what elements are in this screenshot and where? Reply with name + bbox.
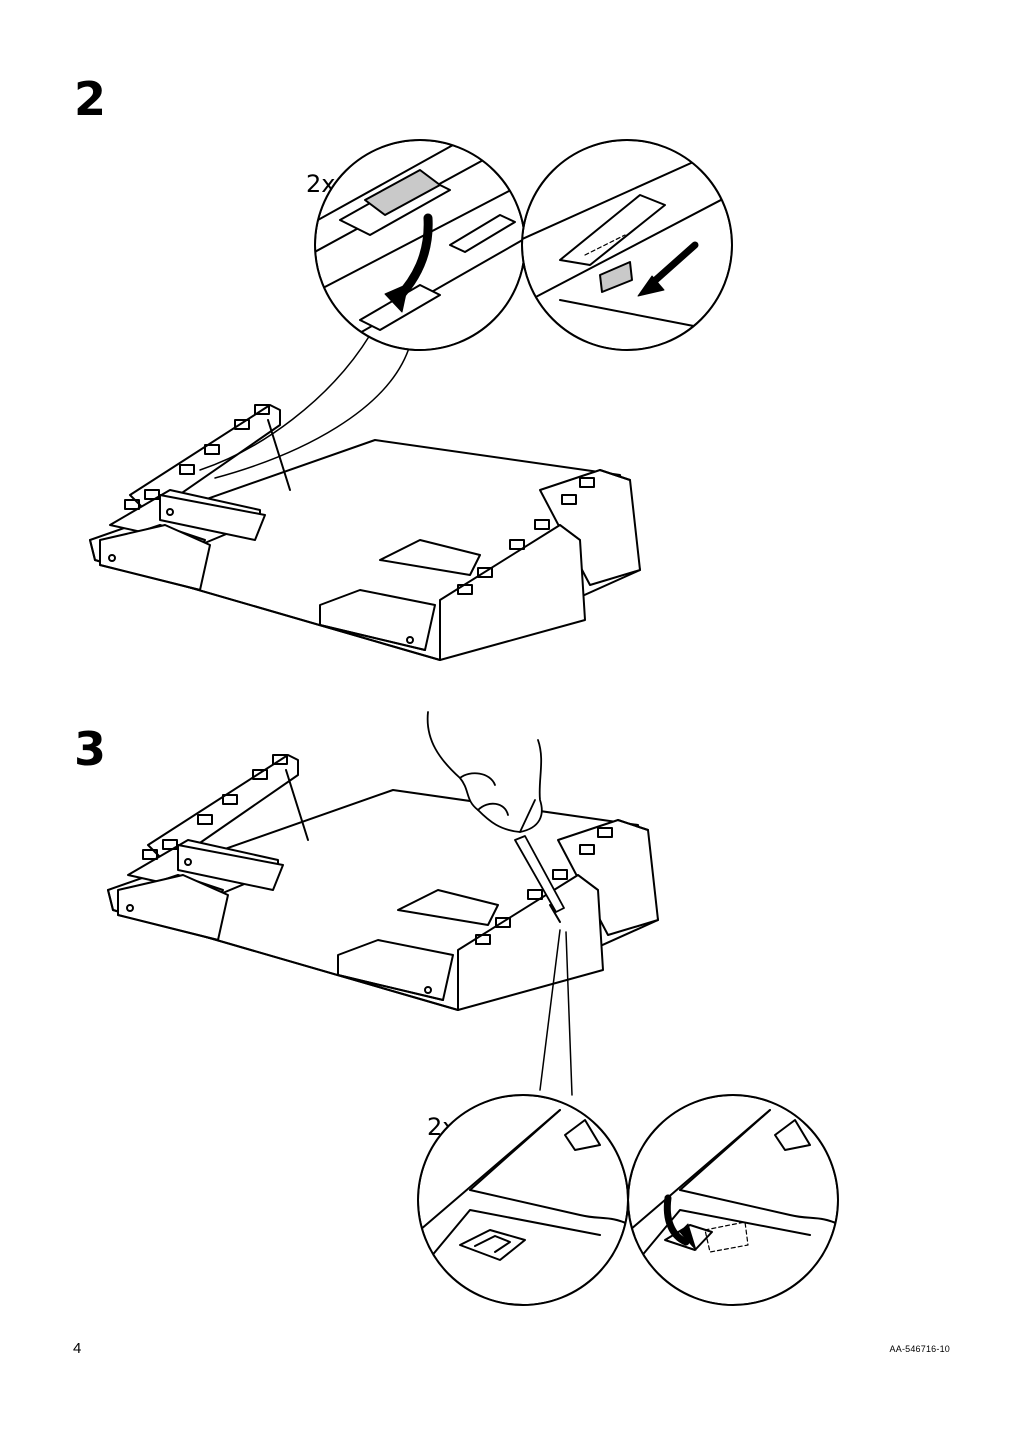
step-3-frame-drawing	[107, 754, 659, 1011]
document-code: AA-546716-10	[889, 1344, 950, 1354]
step-2-number: 2	[74, 72, 107, 126]
step-2-detail-slide	[522, 140, 732, 350]
page-number: 4	[73, 1340, 82, 1357]
step-3-number: 3	[74, 722, 107, 776]
hand-with-screwdriver	[426, 711, 565, 923]
step-3-detail-bend	[628, 1095, 838, 1305]
step-2-frame-drawing	[89, 404, 641, 661]
step-3-detail-slot	[418, 1095, 628, 1305]
step-2-detail-insert	[315, 140, 525, 350]
